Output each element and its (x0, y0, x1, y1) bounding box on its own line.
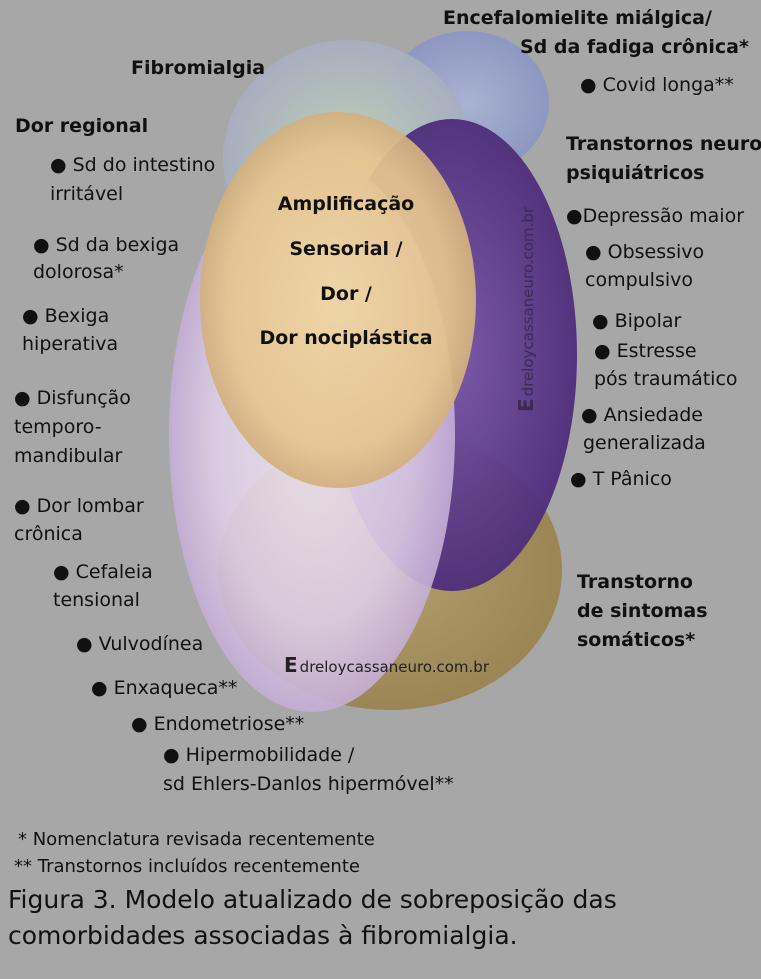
footnote-2: ** Transtornos incluídos recentemente (14, 856, 360, 877)
item-dor-lombar-2: crônica (14, 523, 83, 545)
center-label-4: Dor nociplástica (259, 327, 433, 349)
watermark-logo-icon-vertical: E (514, 398, 538, 412)
header-somaticos-3: somáticos* (577, 629, 696, 651)
item-panico: ● T Pânico (570, 468, 672, 490)
item-cefaleia-1: ● Cefaleia (53, 561, 153, 583)
item-hipermobilidade-1: ● Hipermobilidade / (163, 744, 355, 766)
item-ansiedade-1: ● Ansiedade (581, 404, 703, 426)
header-neuropsiquiatricos-2: psiquiátricos (566, 162, 705, 184)
center-label-2: Sensorial / (289, 238, 403, 260)
ellipse-amplificacao-sensorial (200, 112, 476, 488)
header-dor-regional: Dor regional (15, 115, 149, 137)
item-hipermobilidade-2: sd Ehlers-Danlos hipermóvel** (163, 773, 454, 795)
item-cefaleia-2: tensional (53, 589, 140, 611)
header-encefalomielite: Encefalomielite miálgica/ (443, 7, 712, 29)
item-obsessivo-2: compulsivo (585, 269, 694, 291)
item-intestino-1: ● Sd do intestino (50, 154, 216, 176)
header-somaticos-2: de sintomas (577, 600, 708, 622)
item-dor-lombar-1: ● Dor lombar (14, 495, 144, 517)
item-dtm-1: ● Disfunção (14, 387, 131, 409)
header-neuropsiquiatricos-1: Transtornos neuro (566, 133, 761, 155)
header-fibromialgia: Fibromialgia (131, 57, 266, 79)
item-intestino-2: irritável (50, 183, 124, 205)
header-fadiga-cronica: Sd da fadiga crônica* (520, 36, 749, 58)
watermark-logo-icon: E (284, 653, 298, 677)
item-bexiga-dolorosa-2: dolorosa* (33, 261, 124, 283)
item-vulvodinea: ● Vulvodínea (76, 633, 204, 655)
item-dtm-2: temporo- (14, 416, 102, 438)
item-dtm-3: mandibular (14, 445, 123, 467)
item-depressao: ●Depressão maior (566, 205, 745, 227)
figure-caption-line-2: comorbidades associadas à fibromialgia. (8, 921, 518, 950)
figure-caption-line-1: Figura 3. Modelo atualizado de sobreposi… (8, 885, 617, 914)
header-somaticos-1: Transtorno (577, 571, 693, 593)
watermark-text-vertical: dreloycassaneuro.com.br (519, 207, 537, 397)
item-estresse-2: pós traumático (594, 368, 738, 390)
center-label-3: Dor / (320, 283, 372, 305)
item-bexiga-hiperativa-2: hiperativa (22, 333, 119, 355)
watermark-vertical: Edreloycassaneuro.com.br (514, 207, 538, 412)
item-bexiga-hiperativa-1: ● Bexiga (22, 305, 110, 327)
footnote-1: * Nomenclatura revisada recentemente (18, 829, 375, 850)
item-estresse-1: ● Estresse (594, 340, 697, 362)
item-covid-longa: ● Covid longa** (580, 74, 734, 96)
figure-caption: Figura 3. Modelo atualizado de sobreposi… (8, 882, 617, 954)
item-endometriose: ● Endometriose** (131, 713, 305, 735)
item-bipolar: ● Bipolar (592, 310, 682, 332)
center-label-1: Amplificação (277, 193, 415, 215)
item-obsessivo-1: ● Obsessivo (585, 241, 705, 263)
item-ansiedade-2: generalizada (583, 432, 706, 454)
item-enxaqueca: ● Enxaqueca** (91, 677, 238, 699)
watermark-text: dreloycassaneuro.com.br (299, 658, 489, 676)
item-bexiga-dolorosa-1: ● Sd da bexiga (33, 234, 180, 256)
